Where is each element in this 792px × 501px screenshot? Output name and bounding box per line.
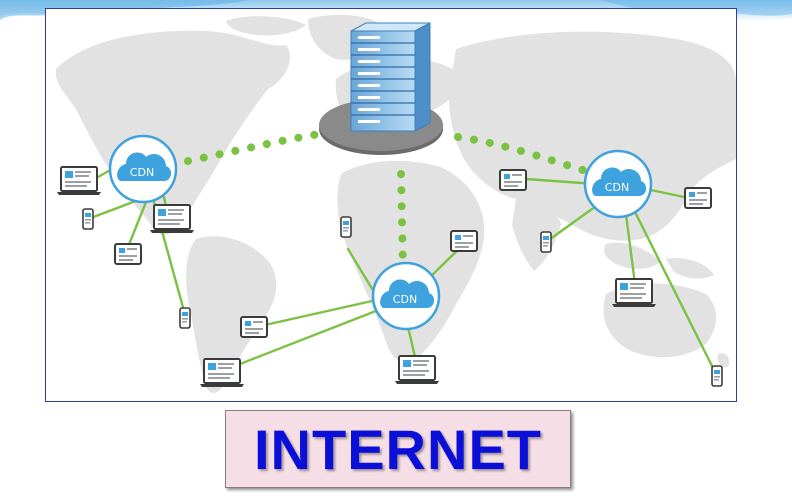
origin-server — [319, 22, 443, 155]
cdn-diagram-frame: CDN CDN CDN — [45, 8, 737, 402]
laptop-icon — [149, 204, 195, 234]
phone-icon — [82, 208, 94, 230]
laptop-icon — [611, 278, 657, 308]
cdn-label: CDN — [393, 293, 417, 306]
tablet-icon — [450, 230, 478, 252]
tablet-icon — [240, 316, 268, 338]
tablet-icon — [499, 169, 527, 191]
cdn-node-americas: CDN — [108, 134, 178, 204]
tablet-icon — [114, 243, 142, 265]
phone-icon — [179, 307, 191, 329]
cdn-node-asia: CDN — [583, 149, 653, 219]
laptop-icon — [394, 355, 440, 385]
origin-links — [184, 129, 590, 271]
phone-icon — [340, 216, 352, 238]
internet-caption-box: INTERNET — [225, 410, 571, 488]
sky-decoration — [0, 0, 792, 22]
internet-caption: INTERNET — [254, 417, 542, 481]
cdn-node-africa: CDN — [371, 261, 441, 331]
cdn-network-diagram: CDN CDN CDN — [55, 14, 736, 393]
cdn-label: CDN — [130, 166, 154, 179]
tablet-icon — [684, 187, 712, 209]
laptop-icon — [199, 358, 245, 388]
phone-icon — [540, 231, 552, 253]
phone-icon — [711, 365, 723, 387]
cdn-label: CDN — [605, 181, 629, 194]
laptop-icon — [56, 166, 102, 196]
